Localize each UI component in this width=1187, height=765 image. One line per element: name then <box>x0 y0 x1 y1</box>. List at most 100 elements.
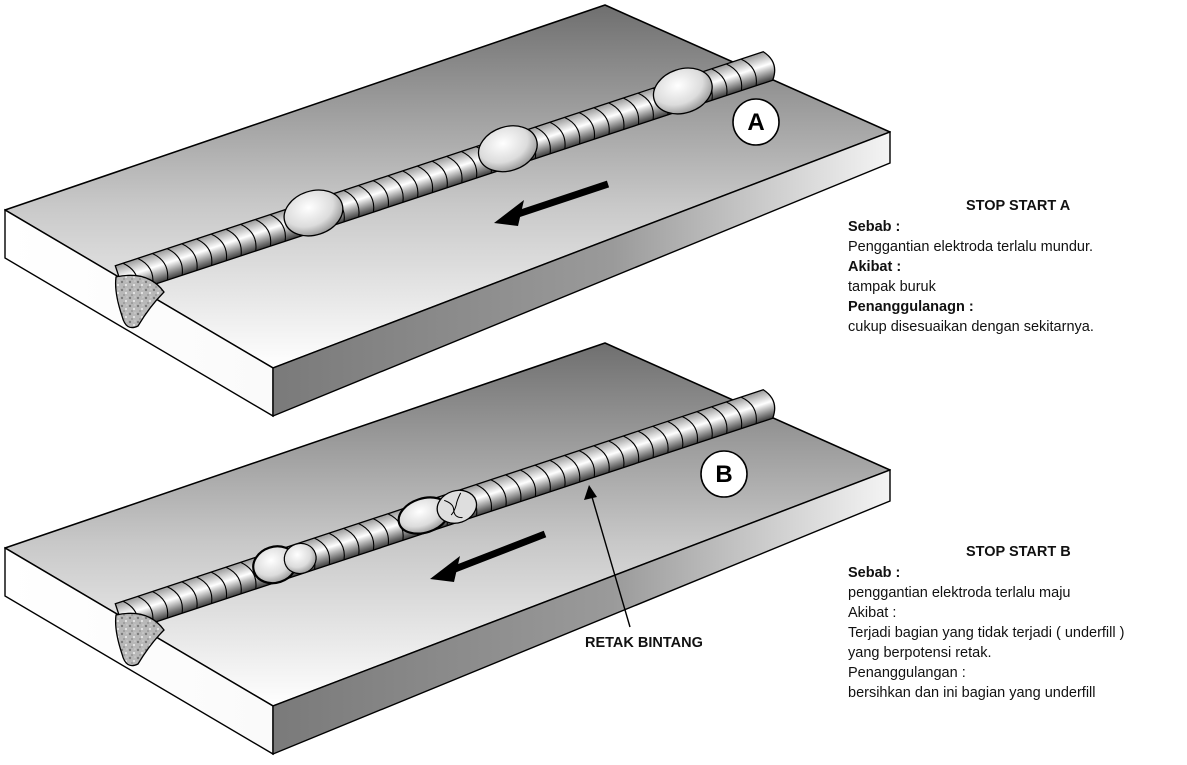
notes-stop-start-a: STOP START A Sebab : Penggantian elektro… <box>848 196 1187 337</box>
cracked-crater <box>436 489 478 524</box>
crack-pointer-arrowhead <box>584 485 597 500</box>
notes-b-effect-line1: Terjadi bagian yang tidak terjadi ( unde… <box>848 625 1125 641</box>
weld-ripple <box>240 223 257 252</box>
weld-ripple <box>740 58 757 86</box>
weld-ripple <box>578 112 596 140</box>
weld-ripple <box>505 474 522 502</box>
weld-ripple <box>637 430 654 458</box>
plate-b: B <box>4 342 891 756</box>
weld-cross-section <box>114 612 165 667</box>
weld-ripple <box>446 155 463 183</box>
weld-ripple <box>358 184 375 213</box>
notes-b-cause: penggantian elektroda terlalu maju <box>848 585 1071 601</box>
weld-ripple <box>343 189 360 218</box>
crack-pointer-line <box>591 496 631 628</box>
weld-ripple <box>490 479 507 507</box>
weld-ripple <box>255 219 272 247</box>
weld-ripple <box>225 566 242 594</box>
notes-b-cause-label: Sebab : <box>848 565 901 581</box>
crack-callout-label: RETAK BINTANG <box>585 635 703 651</box>
weld-ripple <box>181 581 198 609</box>
weld-ripple <box>210 571 228 599</box>
weld-ripple <box>313 537 331 565</box>
plate-marker-circle <box>732 98 780 146</box>
travel-direction-arrow-shaft <box>504 180 610 222</box>
weld-ripple <box>196 238 213 266</box>
weld-ripple <box>387 175 404 203</box>
weld-ripple <box>681 416 699 444</box>
notes-b-title: STOP START B <box>966 544 1071 560</box>
plate-marker-circle <box>700 450 748 498</box>
weld-bead <box>114 389 776 634</box>
stop-start-bulge <box>283 189 344 237</box>
plate-marker: B <box>700 450 748 498</box>
notes-a-effect: tampak buruk <box>848 279 936 295</box>
weld-ripple <box>726 401 743 429</box>
weld-ripple <box>726 63 743 91</box>
weld-ripple <box>372 180 390 208</box>
notes-stop-start-b: STOP START B Sebab : penggantian elektro… <box>848 542 1187 703</box>
arrow-left-icon <box>430 556 460 582</box>
weld-ripple <box>549 459 566 487</box>
weld-ripple <box>520 469 537 497</box>
weld-ripple <box>343 527 360 556</box>
weld-ripple <box>358 522 375 551</box>
plate-a: A <box>4 4 891 418</box>
weld-ripple <box>166 586 183 614</box>
weld-bead <box>114 51 776 296</box>
plate-marker-label: A <box>747 109 764 136</box>
weld-ripple <box>417 165 434 193</box>
weld-ripple <box>711 406 728 434</box>
weld-ripple <box>637 92 654 120</box>
stop-start-bulge <box>652 67 713 115</box>
plate-marker-label: B <box>715 461 732 488</box>
weld-ripple <box>534 464 551 492</box>
plate-front-face <box>272 130 891 418</box>
notes-a-cause-label: Sebab : <box>848 219 901 235</box>
weld-ripple <box>166 248 183 276</box>
weld-ripple <box>578 450 596 478</box>
weld-ripple <box>608 102 625 130</box>
weld-ripple <box>152 591 169 619</box>
notes-b-effect-label: Akibat : <box>848 605 897 621</box>
weld-ripple <box>431 160 448 188</box>
weld-ripple <box>740 396 757 424</box>
weld-cross-section <box>114 274 165 329</box>
weld-ripple <box>475 484 493 512</box>
notes-a-remedy-label: Penanggulanagn : <box>848 299 974 315</box>
weld-ripple <box>667 420 684 449</box>
weld-ripple <box>196 576 213 604</box>
notes-b-remedy-label: Penanggulangan : <box>848 665 966 681</box>
notes-b-effect-line2: yang berpotensi retak. <box>848 645 992 661</box>
notes-b-remedy: bersihkan dan ini bagian yang underfill <box>848 685 1096 701</box>
underfill-crater <box>283 542 317 575</box>
notes-a-cause: Penggantian elektroda terlalu mundur. <box>848 239 1094 255</box>
notes-a-remedy: cukup disesuaikan dengan sekitarnya. <box>848 319 1094 335</box>
weld-ripple <box>402 170 419 198</box>
weld-ripple <box>564 116 581 145</box>
star-crack <box>444 492 463 519</box>
weld-ripple <box>461 150 478 179</box>
weld-ripple <box>181 243 198 271</box>
weld-ripple <box>152 253 169 281</box>
notes-a-effect-label: Akibat : <box>848 259 902 275</box>
weld-ripple <box>328 532 345 560</box>
weld-ripple <box>269 214 286 242</box>
weld-ripple <box>623 97 640 125</box>
weld-ripple <box>549 121 566 149</box>
plate-front-face <box>272 468 891 756</box>
weld-ripple <box>225 228 242 256</box>
weld-ripple <box>240 561 257 590</box>
weld-ripple <box>593 445 610 473</box>
weld-ripple <box>210 233 228 261</box>
weld-ripple <box>534 126 551 154</box>
stop-start-bulge <box>477 125 538 173</box>
plate-marker: A <box>732 98 780 146</box>
weld-ripple <box>652 425 669 453</box>
arrow-left-icon <box>494 200 524 226</box>
weld-ripple <box>623 435 640 463</box>
weld-ripple <box>564 454 581 483</box>
weld-ripple <box>696 411 713 439</box>
weld-ripple <box>711 68 728 96</box>
